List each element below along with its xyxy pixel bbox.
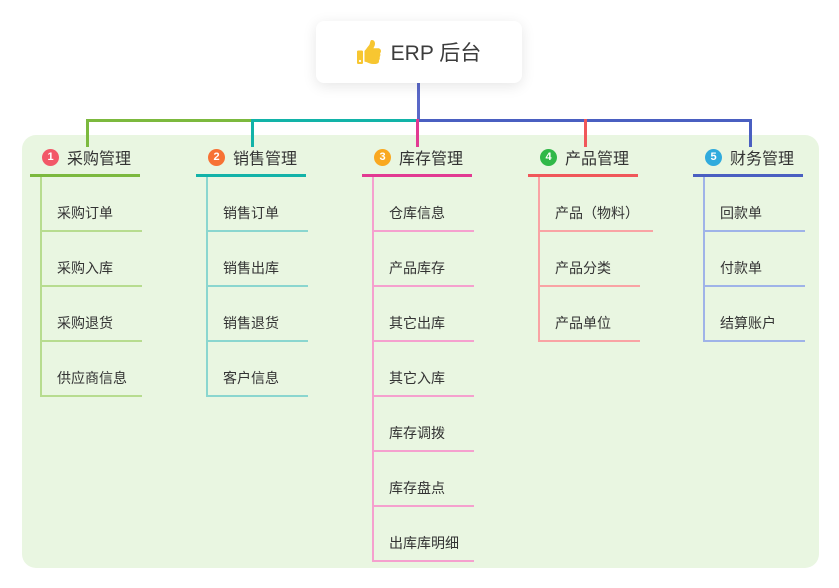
- child-node[interactable]: 结算账户: [705, 287, 805, 342]
- child-node[interactable]: 出库库明细: [374, 507, 474, 562]
- branch-label: 财务管理: [730, 151, 795, 168]
- child-node-label: 销售订单: [223, 205, 279, 221]
- child-node-label: 销售退货: [223, 315, 279, 331]
- branch-header[interactable]: 4 产品管理: [528, 146, 638, 177]
- branch-label: 销售管理: [233, 151, 298, 168]
- branch-column-sales: 2 销售管理 销售订单销售出库销售退货客户信息: [196, 146, 308, 397]
- child-node[interactable]: 其它入库: [374, 342, 474, 397]
- branch-column-inventory: 3 库存管理 仓库信息产品库存其它出库其它入库库存调拨库存盘点出库库明细: [362, 146, 474, 562]
- child-node-label: 采购退货: [57, 315, 113, 331]
- child-node-label: 其它入库: [389, 370, 445, 386]
- child-node[interactable]: 采购订单: [42, 177, 142, 232]
- drop-line-branch-4: [584, 119, 587, 147]
- child-node[interactable]: 销售出库: [208, 232, 308, 287]
- drop-line-branch-3: [416, 119, 419, 147]
- child-node-label: 出库库明细: [389, 535, 459, 551]
- bus-segment-left: [86, 119, 253, 122]
- child-node-label: 仓库信息: [389, 205, 445, 221]
- branch-header[interactable]: 3 库存管理: [362, 146, 472, 177]
- child-node[interactable]: 其它出库: [374, 287, 474, 342]
- root-node-label: ERP 后台: [390, 42, 482, 65]
- child-node[interactable]: 库存盘点: [374, 452, 474, 507]
- child-node-label: 供应商信息: [57, 370, 127, 386]
- branches-panel: [22, 135, 819, 568]
- child-node[interactable]: 库存调拨: [374, 397, 474, 452]
- branch-column-finance: 5 财务管理 回款单付款单结算账户: [693, 146, 805, 342]
- child-node-label: 销售出库: [223, 260, 279, 276]
- child-node[interactable]: 采购退货: [42, 287, 142, 342]
- child-node-label: 产品库存: [389, 260, 445, 276]
- branch-column-product: 4 产品管理 产品（物料） 产品分类产品单位: [528, 146, 653, 342]
- child-node[interactable]: 销售退货: [208, 287, 308, 342]
- drop-line-branch-2: [251, 119, 254, 147]
- child-node[interactable]: 仓库信息: [374, 177, 474, 232]
- child-node-label: 库存盘点: [389, 480, 445, 496]
- child-node-label: 产品单位: [555, 315, 611, 331]
- root-connector-line: [417, 83, 420, 122]
- child-node[interactable]: 客户信息: [208, 342, 308, 397]
- branch-header[interactable]: 5 财务管理: [693, 146, 803, 177]
- branch-label: 产品管理: [565, 151, 630, 168]
- child-node-label: 回款单: [720, 205, 762, 221]
- child-node[interactable]: 付款单: [705, 232, 805, 287]
- branch-number-badge: 2: [208, 148, 225, 166]
- child-node-label: 库存调拨: [389, 425, 445, 441]
- child-node-label: 产品分类: [555, 260, 611, 276]
- child-node[interactable]: 供应商信息: [42, 342, 142, 397]
- child-node-label: 其它出库: [389, 315, 445, 331]
- child-node-label: 采购入库: [57, 260, 113, 276]
- branch-children: 采购订单采购入库采购退货供应商信息: [40, 177, 142, 397]
- branch-number-badge: 3: [374, 148, 391, 166]
- branch-label: 库存管理: [399, 151, 464, 168]
- child-node[interactable]: 产品库存: [374, 232, 474, 287]
- child-node[interactable]: 产品分类: [540, 232, 640, 287]
- branch-children: 仓库信息产品库存其它出库其它入库库存调拨库存盘点出库库明细: [372, 177, 474, 562]
- branch-column-purchase: 1 采购管理 采购订单采购入库采购退货供应商信息: [30, 146, 142, 397]
- bus-segment-mid: [251, 119, 418, 122]
- branch-number-badge: 4: [540, 148, 557, 166]
- branch-children: 销售订单销售出库销售退货客户信息: [206, 177, 308, 397]
- child-node[interactable]: 产品（物料）: [540, 177, 653, 232]
- root-node[interactable]: ERP 后台: [316, 21, 522, 83]
- branch-children: 回款单付款单结算账户: [703, 177, 805, 342]
- branch-children: 产品（物料） 产品分类产品单位: [538, 177, 653, 342]
- child-node[interactable]: 回款单: [705, 177, 805, 232]
- child-node-label: 采购订单: [57, 205, 113, 221]
- branch-number-badge: 5: [705, 148, 722, 166]
- child-node-label: 结算账户: [720, 315, 776, 331]
- child-node[interactable]: 销售订单: [208, 177, 308, 232]
- child-node-label: 付款单: [720, 260, 762, 276]
- thumbs-up-icon: [356, 40, 381, 64]
- branch-header[interactable]: 1 采购管理: [30, 146, 140, 177]
- branch-header[interactable]: 2 销售管理: [196, 146, 306, 177]
- branch-label: 采购管理: [67, 151, 132, 168]
- drop-line-branch-5: [749, 119, 752, 147]
- drop-line-branch-1: [86, 119, 89, 147]
- child-node[interactable]: 采购入库: [42, 232, 142, 287]
- child-node-label: 客户信息: [223, 370, 279, 386]
- child-node-label: 产品（物料）: [555, 205, 639, 221]
- child-node[interactable]: 产品单位: [540, 287, 640, 342]
- branch-number-badge: 1: [42, 148, 59, 166]
